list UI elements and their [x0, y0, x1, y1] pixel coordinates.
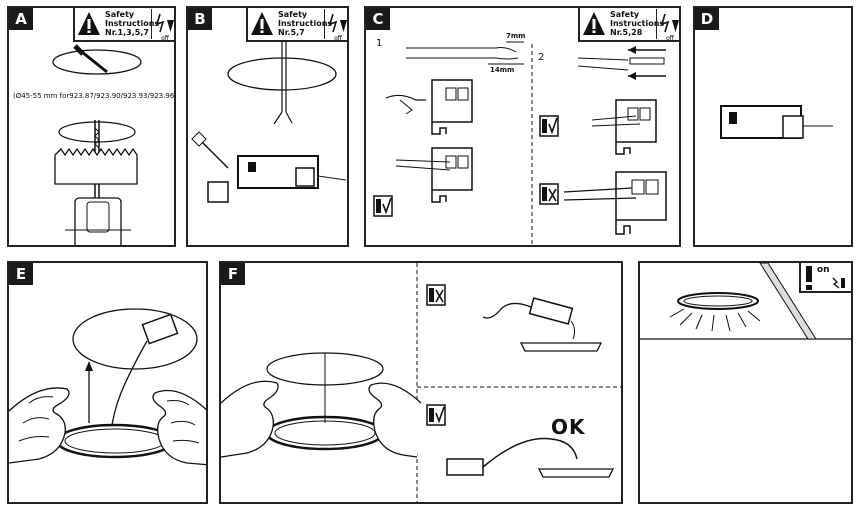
lightning-icon: off: [151, 9, 174, 42]
panel-label: B: [188, 8, 212, 30]
driver-illustration: [720, 105, 833, 139]
safety-title: Safety Instructions: [278, 10, 333, 28]
off-label: off: [666, 35, 675, 42]
cross-icon: [426, 284, 446, 306]
step-2-label: 2: [538, 52, 545, 63]
cable-illustration: [191, 42, 347, 203]
light-on-illustration: [640, 263, 851, 340]
panel-label: F: [221, 263, 245, 285]
off-label: off: [334, 35, 343, 42]
insertion-illustration: [9, 308, 206, 466]
panel-label: A: [9, 8, 33, 30]
lightning-icon: off: [324, 9, 347, 42]
drilling-illustration: [52, 44, 142, 245]
cross-icon: [539, 183, 559, 205]
warning-icon: [251, 12, 273, 35]
panel-label: C: [366, 8, 390, 30]
warning-icon: [806, 266, 812, 290]
safety-ref: Nr.1,3,5,7: [105, 28, 149, 37]
lightning-icon: off: [656, 9, 679, 42]
switch-icon: [832, 277, 845, 289]
step-1-label: 1: [376, 38, 383, 49]
safety-title: Safety Instructions: [610, 10, 665, 28]
drill-note: (Ø45-55 mm for923.87/923.90/923.93/923.9…: [13, 92, 176, 100]
panel-e: E: [7, 261, 208, 504]
wiring-illustration: [373, 41, 667, 244]
on-label: on: [817, 265, 830, 275]
panel-g: on: [638, 261, 853, 504]
driver-insertion-illustration: [221, 263, 621, 502]
strip-length-label: 7mm: [506, 32, 526, 40]
panel-f: F OK: [219, 261, 623, 504]
panel-label: E: [9, 263, 33, 285]
warning-icon: [583, 12, 605, 35]
safety-title: Safety Instructions: [105, 10, 160, 28]
check-icon: [373, 195, 393, 217]
check-icon: [426, 404, 446, 426]
panel-d: D: [693, 6, 853, 247]
arrow-up-icon: [85, 361, 93, 423]
ok-label: OK: [551, 415, 586, 439]
power-on-box: on: [799, 263, 851, 293]
insulation-length-label: 14mm: [490, 66, 515, 74]
safety-ref: Nr.5,7: [278, 28, 305, 37]
panel-label: D: [695, 8, 719, 30]
warning-icon: [78, 12, 100, 35]
off-label: off: [161, 35, 170, 42]
check-icon: [539, 115, 559, 137]
safety-ref: Nr.5,28: [610, 28, 643, 37]
